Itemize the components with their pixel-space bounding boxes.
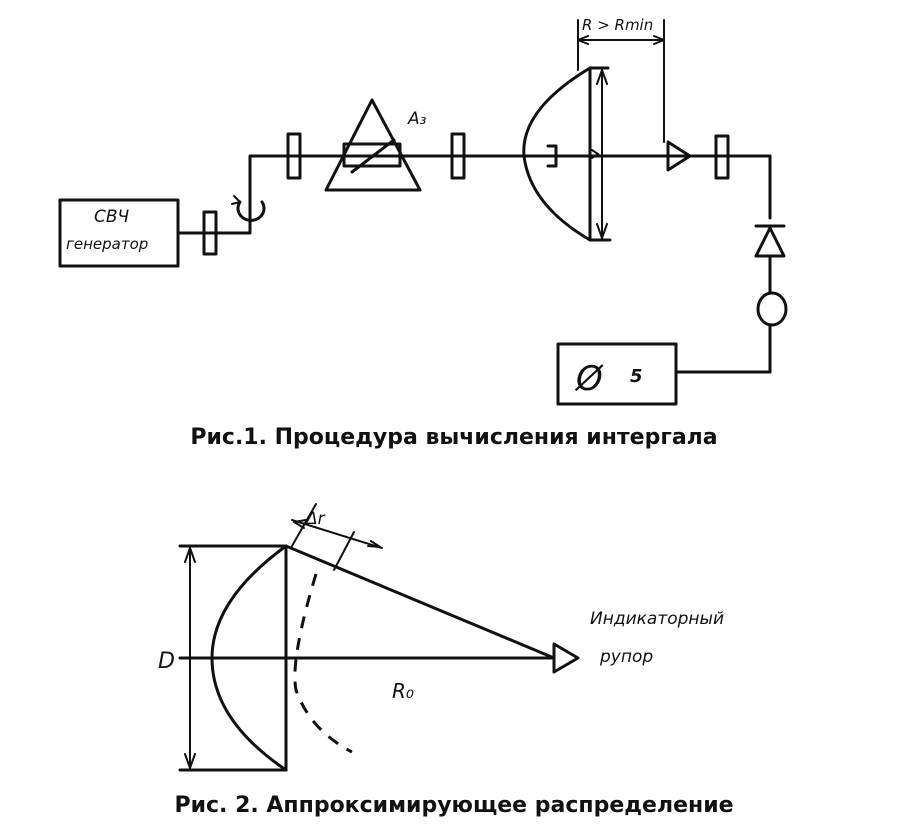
meter-box: [556, 342, 678, 406]
generator-label-line1: СВЧ: [94, 207, 130, 227]
figure-2-caption: Рис. 2. Аппроксимирующее распределение: [174, 793, 733, 818]
indicator-horn: [552, 642, 580, 674]
equal-phase-arc: [293, 573, 353, 754]
meter-label: 5: [630, 366, 643, 387]
receiving-horn: [666, 140, 692, 172]
attenuator-slash: [350, 138, 396, 174]
delta-label: Δr: [304, 509, 326, 529]
generator-label-line2: генератор: [66, 235, 148, 253]
meter: Ø 5: [556, 342, 678, 406]
aperture-center-mark: [591, 149, 600, 159]
attenuator: А₃: [324, 98, 427, 192]
detector-diode: [754, 224, 786, 258]
figure-2: D Δr R₀ Индикаторный рупор Рис. 2. Аппро…: [158, 503, 734, 818]
delta-arrows: [293, 519, 381, 548]
flange-1: [202, 210, 218, 256]
diameter-arrows: [184, 547, 196, 769]
flange-4: [714, 134, 730, 180]
microwave-generator: СВЧ генератор: [58, 198, 180, 268]
rotating-joint-arrow: [231, 195, 241, 205]
aperture-dimension-arrows: [596, 69, 608, 239]
distance-arrows: [577, 35, 665, 45]
diode-triangle: [754, 226, 786, 258]
distance-label-r0: R₀: [392, 679, 414, 703]
horn-label-line1: Индикаторный: [590, 609, 724, 629]
figure-1: СВЧ генератор А₃: [58, 16, 788, 450]
horn-label-line2: рупор: [599, 647, 653, 667]
delta-dimension-line: [291, 519, 383, 549]
rotating-joint: [236, 200, 266, 222]
delta-left-extension: [291, 503, 317, 547]
attenuator-body: [342, 142, 402, 168]
lens-feed: [546, 144, 558, 168]
flange-3: [450, 132, 466, 180]
meter-symbol: Ø: [574, 359, 604, 399]
distance-label: R > Rmin: [582, 16, 653, 34]
antenna-lens: [522, 66, 612, 242]
waveguide-line: [176, 154, 772, 235]
figure-1-caption: Рис.1. Процедура вычисления интергала: [190, 425, 717, 450]
distance-dimension: R > Rmin: [577, 16, 665, 143]
lens-curve: [522, 66, 592, 242]
diameter-label: D: [158, 649, 175, 674]
detector-loop: [756, 291, 788, 327]
delta-right-extension: [333, 531, 355, 571]
edge-ray: [284, 544, 556, 660]
flange-2: [286, 132, 302, 180]
attenuator-label: А₃: [407, 109, 427, 129]
